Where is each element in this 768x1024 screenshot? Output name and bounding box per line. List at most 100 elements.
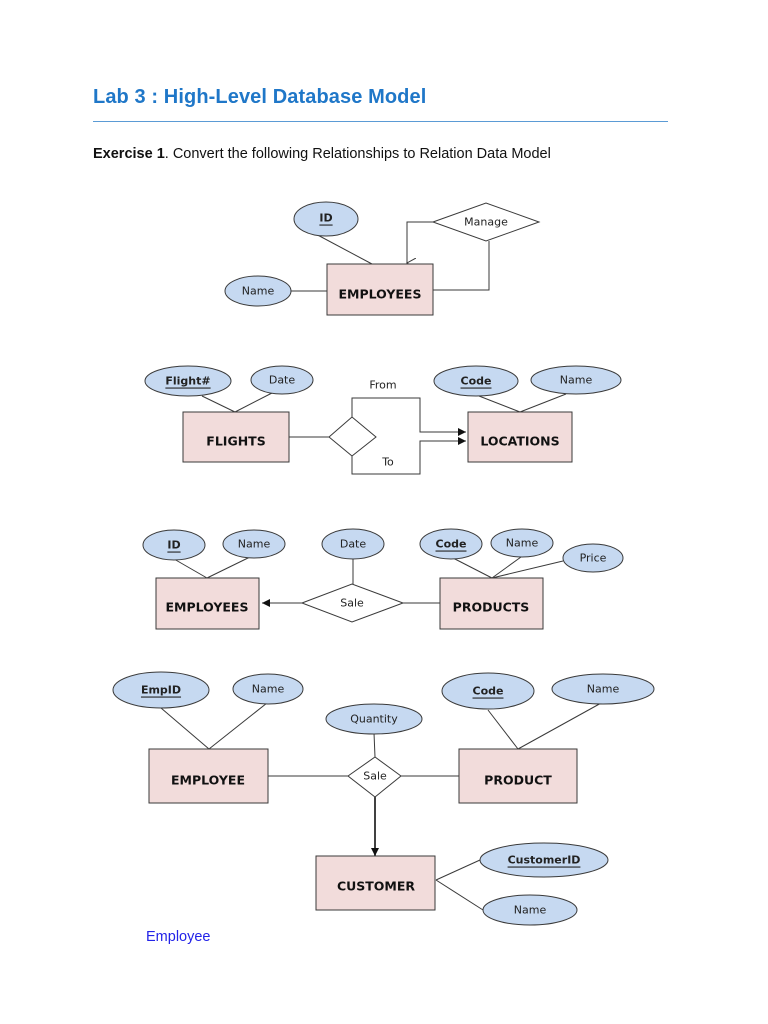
attribute-ellipse	[224, 275, 292, 307]
employee-link[interactable]: Employee	[146, 929, 211, 945]
attribute-label: Flight#	[165, 375, 210, 388]
attribute-flight-number: Flight#	[144, 365, 232, 397]
entity-products: PRODUCTS	[439, 577, 544, 630]
attribute-name: Name	[232, 673, 304, 705]
attribute-code: Code	[441, 672, 535, 710]
connector-line	[491, 560, 564, 579]
attribute-ellipse	[482, 894, 578, 926]
entity-label: EMPLOYEE	[171, 773, 245, 788]
attribute-ellipse	[562, 543, 624, 573]
connector-line	[478, 395, 521, 413]
from-arrow-line	[351, 397, 466, 436]
attribute-ellipse	[490, 528, 554, 558]
connector-line	[517, 701, 604, 750]
title-divider	[93, 121, 668, 122]
attribute-ellipse	[530, 365, 622, 395]
connector-line	[435, 879, 484, 911]
entity-box	[458, 748, 578, 804]
attribute-code: Code	[419, 528, 483, 560]
entity-employees: EMPLOYEES	[326, 263, 434, 316]
entity-box	[326, 263, 434, 316]
entity-employee: EMPLOYEE	[148, 748, 269, 804]
entity-box	[155, 577, 260, 630]
entity-box	[148, 748, 269, 804]
attribute-customerid: CustomerID	[479, 842, 609, 878]
entity-label: EMPLOYEES	[339, 287, 422, 302]
role-label-from: From	[369, 379, 396, 392]
relationship-label: Sale	[363, 770, 387, 783]
attribute-label: Name	[560, 374, 593, 387]
attribute-name: Name	[222, 529, 286, 559]
attribute-ellipse	[144, 365, 232, 397]
entity-label: PRODUCTS	[453, 600, 530, 615]
connector-line	[452, 557, 493, 579]
attribute-ellipse	[433, 365, 519, 397]
attribute-ellipse	[222, 529, 286, 559]
attribute-label: CustomerID	[508, 854, 581, 867]
attribute-price: Price	[562, 543, 624, 573]
attribute-ellipse	[441, 672, 535, 710]
diagram-2: From To Flight# Date Code Name FLIGHTS L…	[144, 365, 622, 475]
attribute-label: ID	[167, 539, 180, 552]
entity-label: EMPLOYEES	[166, 600, 249, 615]
connector-line	[208, 702, 268, 750]
relationship-diamond	[328, 416, 377, 457]
relationship-flight-location	[328, 416, 377, 457]
entity-box	[439, 577, 544, 630]
connector-line	[234, 392, 273, 413]
attribute-ellipse	[112, 671, 210, 709]
connector-line	[519, 393, 567, 413]
attribute-label: Quantity	[350, 713, 398, 726]
attribute-name: Name	[530, 365, 622, 395]
attribute-date: Date	[321, 528, 385, 560]
diagram-4: EmpID Name Quantity Code Name CustomerID…	[112, 671, 655, 926]
attribute-label: Name	[506, 537, 539, 550]
attribute-quantity: Quantity	[325, 703, 423, 735]
entity-box	[315, 855, 436, 911]
attribute-label: Name	[242, 285, 275, 298]
attribute-name: Name	[224, 275, 292, 307]
attribute-name: Name	[490, 528, 554, 558]
attribute-ellipse	[250, 365, 314, 395]
entity-label: FLIGHTS	[206, 434, 265, 449]
connector-line	[173, 558, 208, 579]
connector-line	[487, 709, 519, 750]
attribute-label: Code	[436, 538, 467, 551]
relationship-sale: Sale	[347, 756, 402, 798]
attribute-label: Name	[514, 904, 547, 917]
relationship-label: Sale	[340, 597, 364, 610]
manage-arrow-line	[407, 221, 433, 263]
attribute-ellipse	[325, 703, 423, 735]
attribute-date: Date	[250, 365, 314, 395]
relationship-manage: Manage	[431, 202, 541, 242]
attribute-ellipse	[551, 673, 655, 705]
to-arrow-line	[351, 437, 466, 475]
attribute-label: ID	[319, 212, 332, 225]
entity-product: PRODUCT	[458, 748, 578, 804]
attribute-ellipse	[142, 529, 206, 561]
attribute-ellipse	[479, 842, 609, 878]
attribute-id: ID	[142, 529, 206, 561]
entity-label: LOCATIONS	[480, 434, 559, 449]
attribute-label: EmpID	[141, 684, 181, 697]
entity-employees: EMPLOYEES	[155, 577, 260, 630]
attribute-label: Code	[473, 685, 504, 698]
diagram-1: ID Name EMPLOYEES Manage	[224, 201, 541, 316]
attribute-empid: EmpID	[112, 671, 210, 709]
exercise-text: . Convert the following Relationships to…	[164, 146, 551, 162]
role-label-to: To	[381, 456, 394, 469]
connector-line	[201, 395, 236, 413]
attribute-label: Name	[238, 538, 271, 551]
attribute-name: Name	[482, 894, 578, 926]
connector-line	[435, 859, 481, 881]
connector-line	[311, 231, 373, 265]
entity-label: CUSTOMER	[337, 879, 415, 894]
attribute-ellipse	[321, 528, 385, 560]
attribute-ellipse	[293, 201, 359, 237]
relationship-diamond	[431, 202, 541, 242]
connector-line	[206, 556, 251, 579]
attribute-ellipse	[419, 528, 483, 560]
relationship-diamond	[300, 583, 405, 623]
attribute-label: Name	[587, 683, 620, 696]
